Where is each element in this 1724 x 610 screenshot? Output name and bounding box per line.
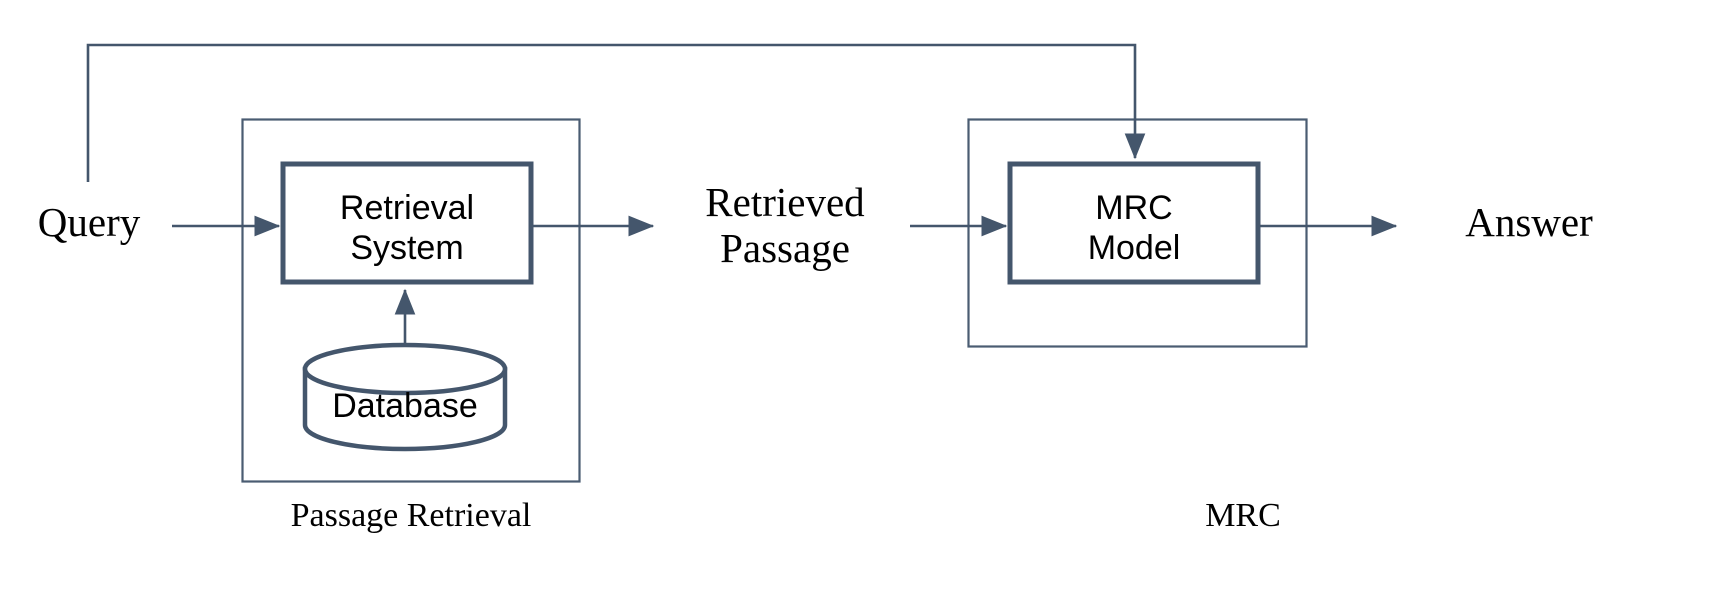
group-caption-passage-retrieval: Passage Retrieval — [290, 497, 532, 534]
node-shape-database — [302, 342, 508, 452]
io-label-retrieved-passage: Retrieved Passage — [705, 179, 865, 271]
node-box-mrc-model — [1007, 161, 1261, 285]
io-label-answer: Answer — [1465, 199, 1593, 245]
group-box-mrc — [967, 118, 1308, 348]
node-box-retrieval-system — [280, 161, 534, 285]
group-caption-mrc: MRC — [1205, 497, 1281, 534]
io-label-query: Query — [37, 199, 141, 245]
group-box-passage-retrieval — [241, 118, 581, 483]
edge-query-feedback-to-mrc-model — [86, 43, 1146, 182]
